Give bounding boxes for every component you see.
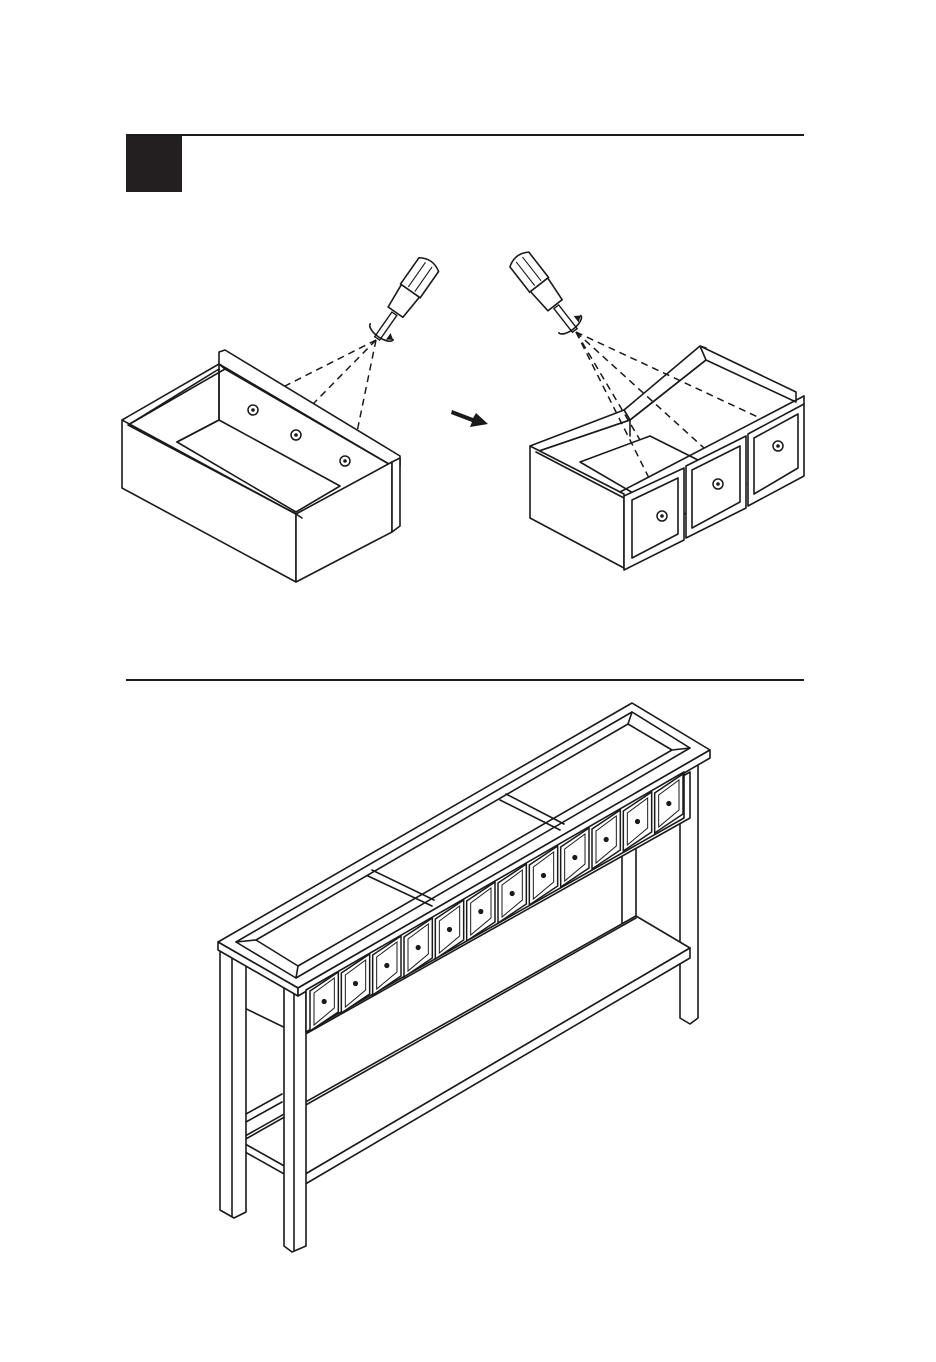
right-arrow-icon [451, 410, 488, 427]
screw-hole-icon [291, 430, 301, 440]
knob-icon [447, 927, 452, 932]
knob-icon [666, 801, 671, 806]
knob-icon [384, 963, 389, 968]
knob-icon [510, 891, 515, 896]
knob-icon [478, 909, 483, 914]
knob-icon [773, 441, 783, 451]
drawer-box-illustration [122, 340, 400, 582]
screw-hole-icon [248, 405, 258, 415]
drawer-assembled-illustration [530, 332, 804, 570]
knob-icon [322, 999, 327, 1004]
knob-icon [572, 855, 577, 860]
knob-icon [541, 873, 546, 878]
screwdriver-icon [366, 253, 443, 346]
knob-icon [635, 819, 640, 824]
screwdriver-icon [506, 248, 586, 339]
knob-icon [657, 511, 667, 521]
console-table-illustration [218, 703, 710, 1252]
screw-hole-icon [340, 456, 350, 466]
knob-icon [604, 837, 609, 842]
knob-icon [353, 981, 358, 986]
knob-icon [713, 479, 723, 489]
knob-icon [416, 945, 421, 950]
